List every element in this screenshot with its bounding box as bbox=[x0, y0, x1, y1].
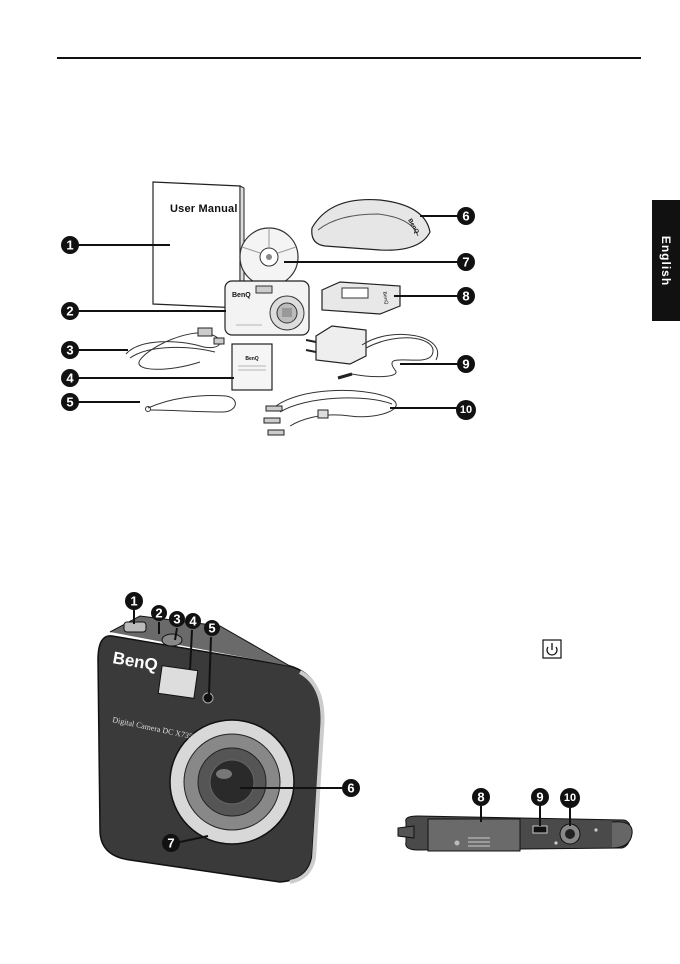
front-callout-4: 4 bbox=[185, 613, 201, 629]
callout-2: 2 bbox=[61, 302, 79, 320]
bottom-callout-9: 9 bbox=[531, 788, 549, 806]
callout-10: 10 bbox=[456, 400, 476, 420]
camera-bottom-figure: 8 9 10 bbox=[397, 788, 633, 852]
callout-5: 5 bbox=[61, 393, 79, 411]
wrist-strap bbox=[145, 395, 236, 413]
callout-7: 7 bbox=[457, 253, 475, 271]
svg-text:5: 5 bbox=[66, 395, 73, 410]
bottom-callout-8: 8 bbox=[472, 788, 490, 806]
svg-text:BenQ: BenQ bbox=[381, 291, 389, 305]
front-callout-7: 7 bbox=[162, 834, 180, 852]
callout-8: 8 bbox=[457, 287, 475, 305]
language-tab: English bbox=[652, 200, 680, 321]
front-callout-5: 5 bbox=[204, 620, 220, 636]
user-manual-title: User Manual bbox=[170, 203, 238, 215]
front-callout-6: 6 bbox=[342, 779, 360, 797]
svg-text:9: 9 bbox=[462, 357, 469, 372]
header-rule bbox=[57, 57, 641, 59]
camera-product: BenQ bbox=[224, 280, 310, 336]
package-contents-figure: BenQ BenQ BenQ Be bbox=[61, 181, 476, 436]
svg-text:4: 4 bbox=[66, 371, 74, 386]
svg-text:8: 8 bbox=[462, 289, 469, 304]
svg-text:2: 2 bbox=[66, 304, 73, 319]
callout-1: 1 bbox=[61, 236, 79, 254]
front-callout-2: 2 bbox=[151, 605, 167, 621]
callout-3: 3 bbox=[61, 341, 79, 359]
svg-text:7: 7 bbox=[167, 836, 174, 851]
svg-text:BenQ: BenQ bbox=[245, 356, 258, 362]
svg-text:6: 6 bbox=[462, 209, 469, 224]
svg-text:4: 4 bbox=[189, 614, 197, 629]
av-cable bbox=[263, 389, 397, 436]
svg-text:1: 1 bbox=[66, 238, 73, 253]
camera-pouch: BenQ bbox=[311, 198, 431, 251]
callout-4: 4 bbox=[61, 369, 79, 387]
svg-text:6: 6 bbox=[347, 781, 354, 796]
svg-text:5: 5 bbox=[208, 621, 215, 636]
cd-disc bbox=[239, 227, 299, 287]
svg-text:10: 10 bbox=[564, 792, 576, 804]
svg-text:2: 2 bbox=[155, 606, 162, 621]
svg-text:10: 10 bbox=[460, 404, 472, 416]
svg-text:7: 7 bbox=[462, 255, 469, 270]
callout-9: 9 bbox=[457, 355, 475, 373]
svg-text:3: 3 bbox=[66, 343, 73, 358]
camera-front-figure: BenQ Digital Camera DC X735 1 2 3 4 5 6 … bbox=[97, 592, 360, 884]
battery-charger: BenQ bbox=[321, 281, 401, 315]
usb-cable bbox=[125, 327, 225, 370]
svg-text:9: 9 bbox=[536, 790, 543, 805]
power-adapter bbox=[305, 325, 439, 380]
front-callout-3: 3 bbox=[169, 611, 185, 627]
camera-brand-label: BenQ bbox=[232, 292, 251, 299]
bottom-callout-10: 10 bbox=[560, 788, 580, 808]
svg-text:3: 3 bbox=[173, 612, 180, 627]
battery: BenQ bbox=[231, 343, 273, 391]
power-icon bbox=[542, 639, 562, 659]
front-callout-1: 1 bbox=[125, 592, 143, 610]
callout-6: 6 bbox=[457, 207, 475, 225]
svg-text:8: 8 bbox=[477, 790, 484, 805]
svg-text:1: 1 bbox=[130, 594, 137, 609]
